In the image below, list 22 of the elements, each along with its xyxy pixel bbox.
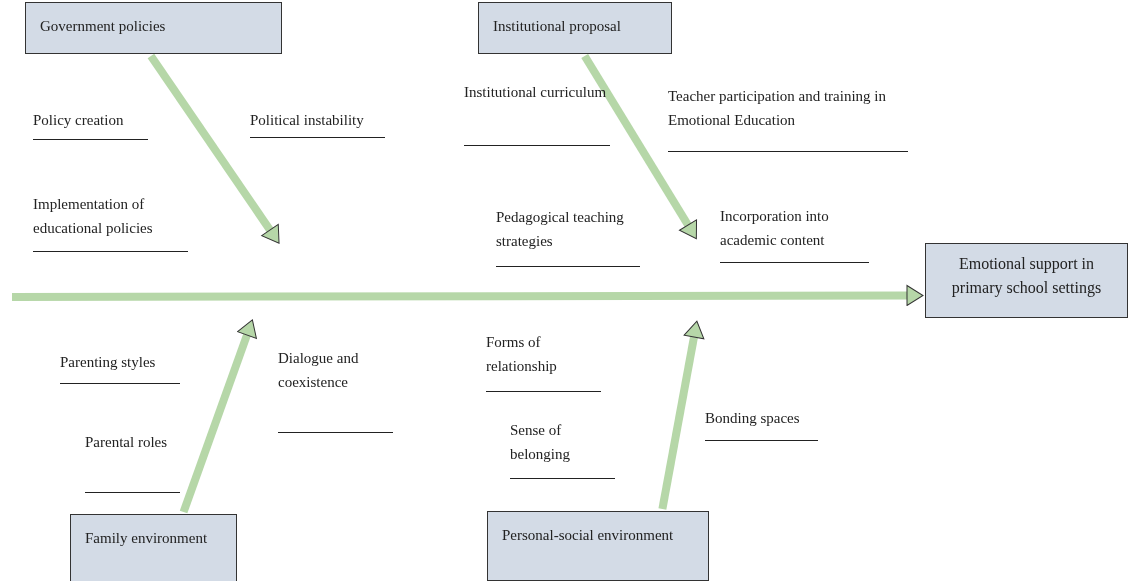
cause-label: Sense of belonging <box>510 418 615 479</box>
arrow <box>147 53 280 244</box>
cause-label: Bonding spaces <box>705 406 818 441</box>
category-box: Institutional proposal <box>478 2 672 54</box>
category-box: Government policies <box>25 2 282 54</box>
cause-label: Dialogue and coexistence <box>278 346 393 433</box>
arrow <box>581 53 698 240</box>
cause-label: Policy creation <box>33 108 148 140</box>
cause-label: Institutional curriculum <box>464 80 610 146</box>
arrow <box>179 319 257 514</box>
cause-label: Political instability <box>250 108 385 138</box>
cause-label: Teacher participation and training in Emotional Education <box>668 84 908 152</box>
category-box: Family environment <box>70 514 237 581</box>
cause-label: Implementation of educational policies <box>33 192 188 252</box>
arrow <box>658 320 705 510</box>
cause-label: Parental roles <box>85 430 180 493</box>
cause-label: Incorporation into academic content <box>720 204 869 263</box>
cause-label: Pedagogical teaching strategies <box>496 205 640 267</box>
cause-label: Parenting styles <box>60 350 180 384</box>
effect-box: Emotional support in primary school settings <box>925 243 1128 318</box>
cause-label: Forms of relationship <box>486 330 601 392</box>
category-box: Personal-social environment <box>487 511 709 581</box>
